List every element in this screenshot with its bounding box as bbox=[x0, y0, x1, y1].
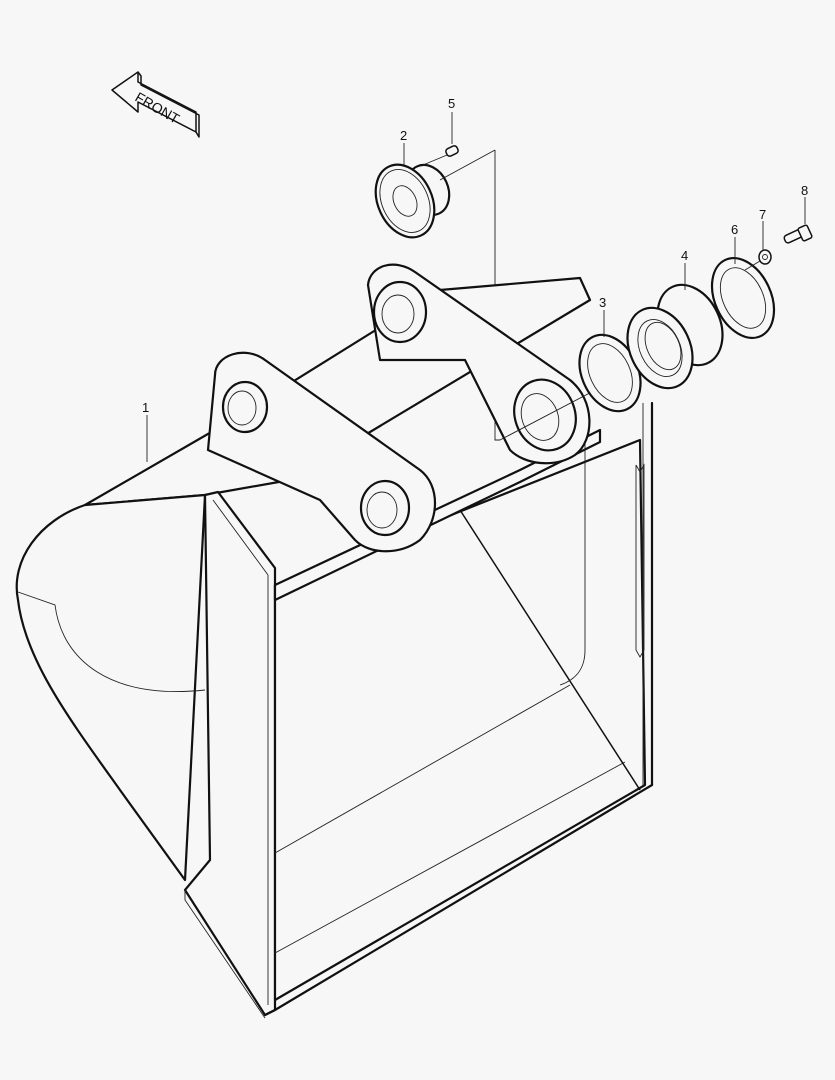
callout-5: 5 bbox=[448, 96, 456, 111]
part-2-boss bbox=[374, 149, 496, 239]
part-3-shim bbox=[578, 333, 642, 413]
callout-3: 3 bbox=[599, 295, 607, 310]
callout-8: 8 bbox=[801, 183, 809, 198]
callout-6: 6 bbox=[731, 222, 739, 237]
part-5-pin bbox=[445, 145, 459, 157]
callout-7: 7 bbox=[759, 207, 767, 222]
part-4-bushing bbox=[626, 283, 724, 390]
right-mounting-lug bbox=[366, 263, 606, 465]
callout-2: 2 bbox=[400, 128, 408, 143]
part-8-bolt bbox=[783, 224, 813, 244]
left-mounting-lug bbox=[206, 351, 437, 553]
part-6-plate bbox=[710, 257, 776, 339]
callout-1: 1 bbox=[142, 400, 150, 415]
part-7-washer bbox=[744, 249, 772, 271]
callout-4: 4 bbox=[681, 248, 689, 263]
front-arrow-icon: FRONT bbox=[111, 71, 200, 138]
